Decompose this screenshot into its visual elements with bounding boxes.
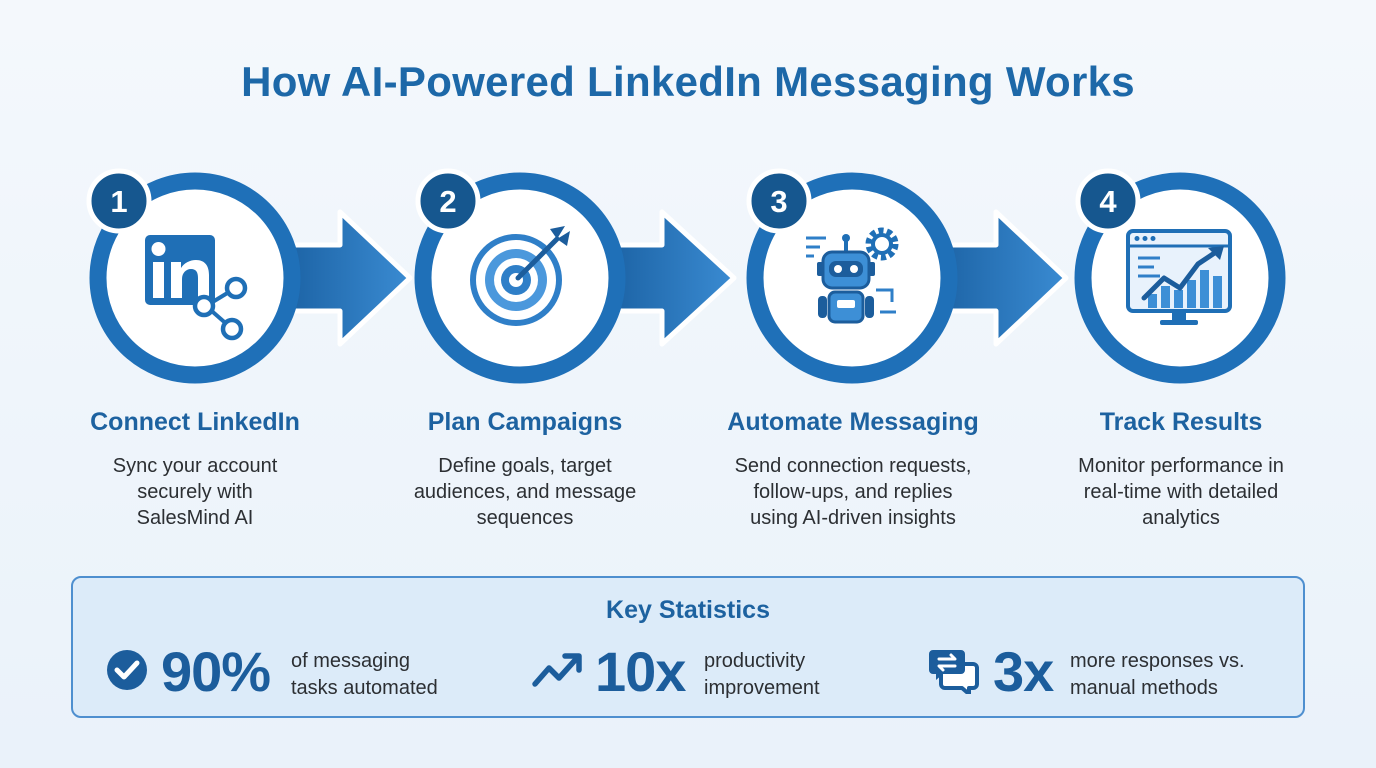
analytics-monitor-icon: [1126, 229, 1232, 325]
stat-label: of messaging tasks automated: [291, 648, 531, 702]
step-2-title: Plan Campaigns: [427, 408, 623, 436]
step-1-title: Connect LinkedIn: [90, 408, 300, 436]
step-2-description: Define goals, target audiences, and mess…: [375, 453, 675, 531]
step-3-description-line: follow-ups, and replies: [753, 481, 953, 503]
stat-label: more responses vs. manual methods: [1070, 648, 1310, 702]
step-3-description-line: Send connection requests,: [734, 455, 972, 477]
step-3-number: 3: [770, 184, 787, 219]
step-2-number: 2: [439, 184, 456, 219]
step-2-description-line: Define goals, target: [438, 455, 612, 477]
flow-arrow-3-4: [937, 209, 1069, 347]
stat-label: productivity improvement: [704, 648, 944, 702]
flow-arrow-1-2: [287, 209, 413, 347]
step-3-description: Send connection requests, follow-ups, an…: [703, 453, 1003, 531]
stat-label-line: tasks automated: [291, 677, 438, 699]
key-statistics-title: Key Statistics: [606, 596, 770, 624]
stat-label-line: productivity: [704, 650, 806, 672]
step-2-description-line: audiences, and message: [413, 481, 637, 503]
step-2-description-line: sequences: [476, 507, 574, 529]
flow-arrow-2-3: [611, 209, 737, 347]
step-4-number: 4: [1099, 184, 1117, 219]
step-4-description-line: Monitor performance in: [1078, 455, 1284, 477]
step-1-description-line: SalesMind AI: [136, 507, 254, 529]
linkedin-share-icon: [145, 235, 248, 341]
check-circle-icon: [107, 650, 147, 690]
stat-value: 90%: [161, 640, 271, 703]
step-3-title: Automate Messaging: [727, 408, 979, 436]
stat-label-line: of messaging: [291, 650, 410, 672]
process-flow: 1 2: [86, 168, 1286, 384]
stat-value: 3x: [993, 640, 1054, 703]
page-title: How AI-Powered LinkedIn Messaging Works: [241, 58, 1135, 105]
robot-gear-icon: [806, 227, 899, 324]
key-statistics-panel: Key Statistics 90% of messaging tasks au…: [71, 576, 1305, 718]
step-3-description-line: using AI-driven insights: [750, 507, 956, 529]
step-2-badge: 2: [415, 168, 481, 234]
step-1-number: 1: [110, 184, 127, 219]
step-4-description-line: real-time with detailed: [1083, 481, 1279, 503]
step-3-badge: 3: [746, 168, 812, 234]
stat-productivity: 10x productivity improvement: [531, 642, 891, 702]
step-4-description: Monitor performance in real-time with de…: [1031, 453, 1331, 531]
step-1-node: [89, 172, 301, 384]
step-4-node: [1074, 172, 1286, 384]
step-2-node: [414, 172, 626, 384]
step-4-badge: 4: [1075, 168, 1141, 234]
chat-arrows-icon: [929, 650, 979, 694]
step-1-badge: 1: [86, 168, 152, 234]
stat-responses: 3x more responses vs. manual methods: [929, 642, 1299, 702]
step-4-description-line: analytics: [1142, 507, 1220, 529]
trending-up-icon: [532, 653, 582, 687]
stat-label-line: manual methods: [1070, 677, 1218, 699]
stat-value: 10x: [595, 640, 686, 703]
stat-label-line: more responses vs.: [1070, 650, 1245, 672]
step-1-description-line: Sync your account: [112, 455, 278, 477]
step-1-description: Sync your account securely with SalesMin…: [45, 453, 345, 531]
step-1-description-line: securely with: [137, 481, 253, 503]
step-3-node: [746, 172, 958, 384]
stat-tasks-automated: 90% of messaging tasks automated: [105, 642, 485, 702]
step-4-title: Track Results: [1099, 408, 1263, 436]
target-arrow-icon: [470, 226, 570, 326]
stat-label-line: improvement: [704, 677, 820, 699]
